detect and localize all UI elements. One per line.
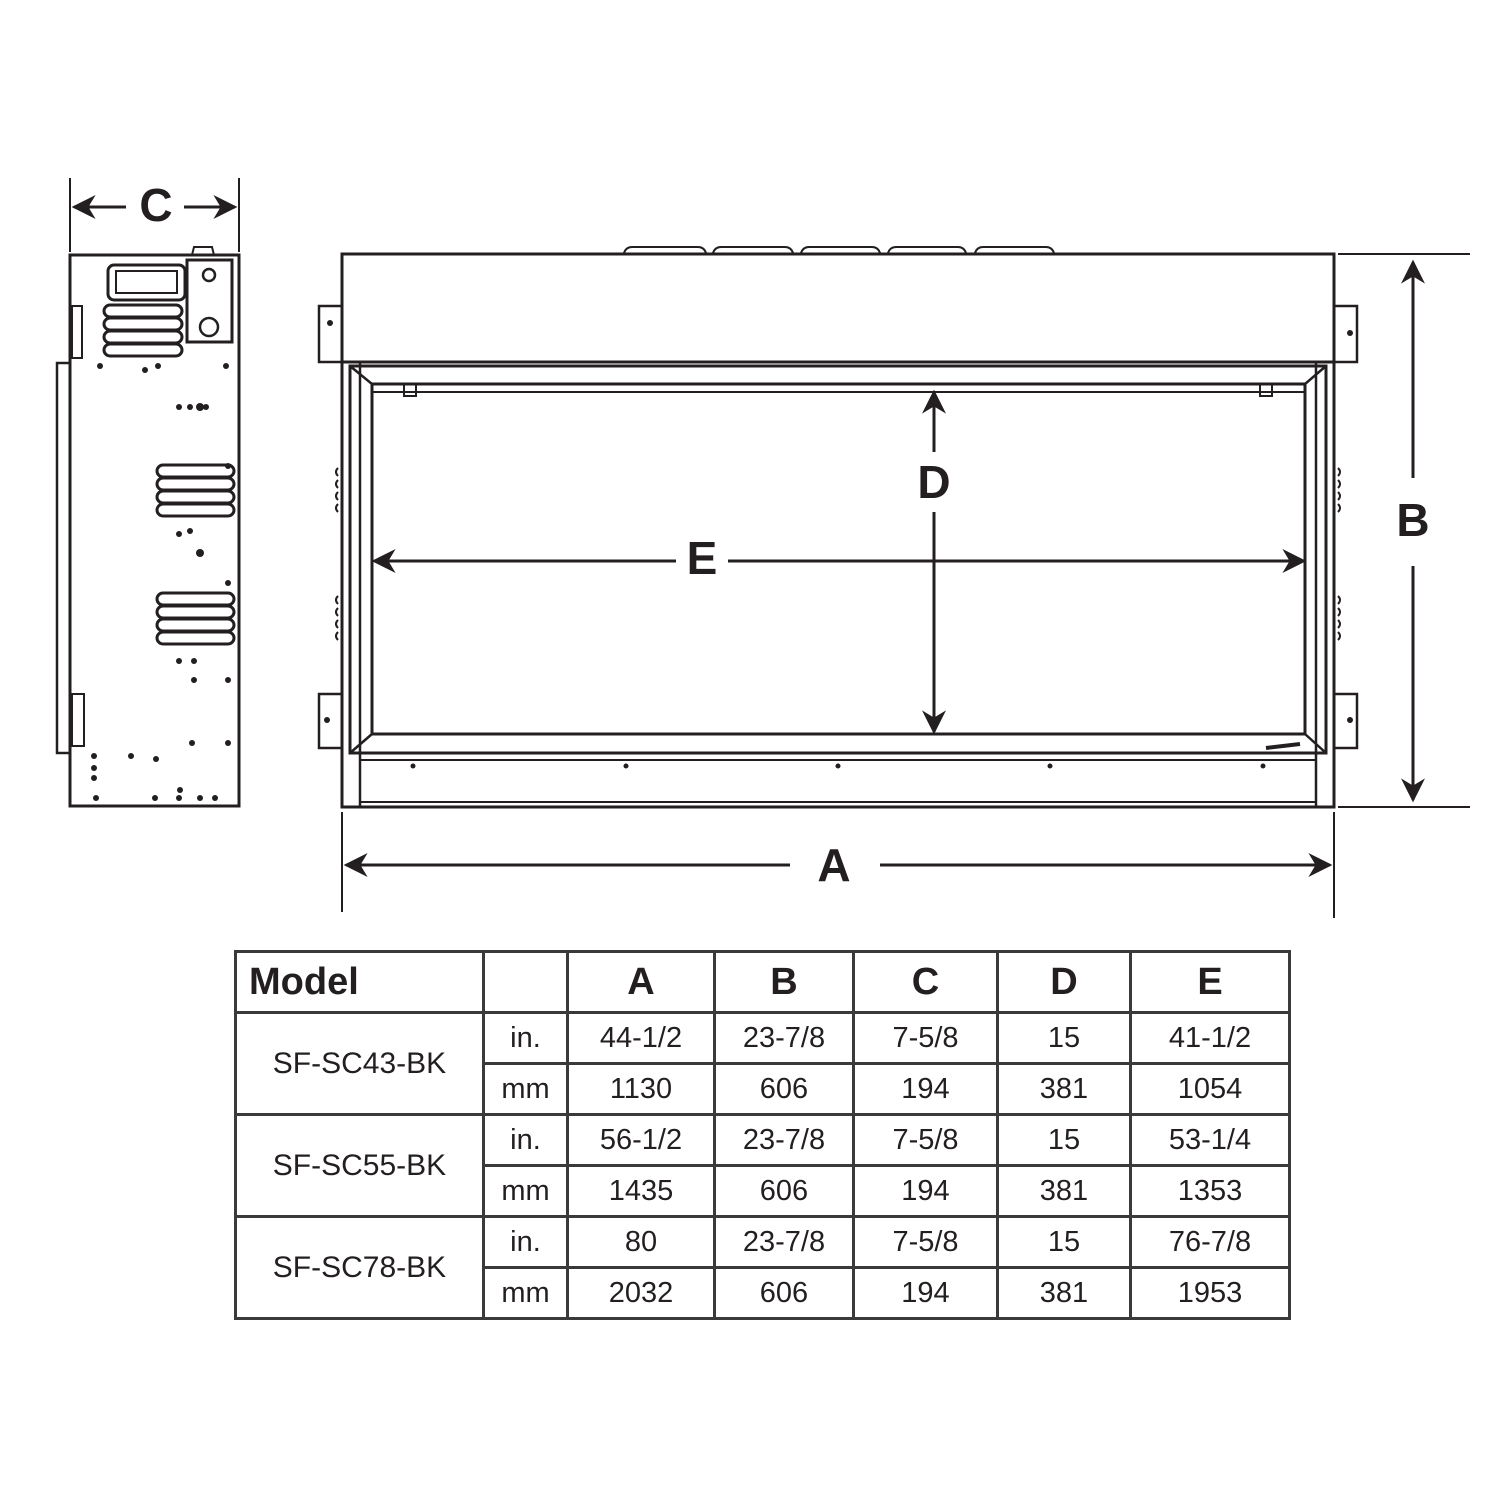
header-unit bbox=[482, 950, 569, 1014]
value-cell: 15 bbox=[996, 1011, 1132, 1065]
table-row: SF-SC55-BK in. 56-1/2 23-7/8 7-5/8 15 53… bbox=[234, 1113, 1291, 1218]
value-cell: 1054 bbox=[1129, 1062, 1291, 1116]
unit-cell: in. bbox=[482, 1011, 569, 1065]
value-cell: 53-1/4 bbox=[1129, 1113, 1291, 1167]
value-cell: 41-1/2 bbox=[1129, 1011, 1291, 1065]
value-cell: 1130 bbox=[566, 1062, 716, 1116]
value-cell: 44-1/2 bbox=[566, 1011, 716, 1065]
value-cell: 606 bbox=[713, 1164, 855, 1218]
header-a: A bbox=[566, 950, 716, 1014]
model-name: SF-SC78-BK bbox=[234, 1215, 485, 1320]
value-cell: 1435 bbox=[566, 1164, 716, 1218]
table-row: mm 2032 606 194 381 1953 bbox=[236, 1266, 1291, 1320]
value-cell: 606 bbox=[713, 1266, 855, 1320]
value-cell: 194 bbox=[852, 1164, 999, 1218]
value-cell: 194 bbox=[852, 1062, 999, 1116]
unit-cell: mm bbox=[482, 1164, 569, 1218]
value-cell: 7-5/8 bbox=[852, 1113, 999, 1167]
table-row: SF-SC43-BK in. 44-1/2 23-7/8 7-5/8 15 41… bbox=[234, 1011, 1291, 1116]
unit-cell: in. bbox=[482, 1113, 569, 1167]
side-view bbox=[55, 178, 241, 808]
header-e: E bbox=[1129, 950, 1291, 1014]
value-cell: 7-5/8 bbox=[852, 1215, 999, 1269]
value-cell: 23-7/8 bbox=[713, 1113, 855, 1167]
fireplace-dimension-drawing: C A B D E bbox=[55, 178, 1470, 918]
table-row: mm 1435 606 194 381 1353 bbox=[236, 1164, 1291, 1218]
value-cell: 381 bbox=[996, 1062, 1132, 1116]
value-cell: 76-7/8 bbox=[1129, 1215, 1291, 1269]
side-view-fasteners bbox=[91, 363, 231, 801]
header-b: B bbox=[713, 950, 855, 1014]
dimension-label-e: E bbox=[687, 532, 718, 584]
value-cell: 56-1/2 bbox=[566, 1113, 716, 1167]
dimension-label-d: D bbox=[917, 456, 950, 508]
value-cell: 381 bbox=[996, 1266, 1132, 1320]
front-view bbox=[317, 246, 1359, 809]
model-name: SF-SC55-BK bbox=[234, 1113, 485, 1218]
value-cell: 15 bbox=[996, 1113, 1132, 1167]
header-d: D bbox=[996, 950, 1132, 1014]
dimension-label-a: A bbox=[817, 839, 850, 891]
model-name: SF-SC43-BK bbox=[234, 1011, 485, 1116]
dimension-lines bbox=[341, 253, 1470, 918]
value-cell: 2032 bbox=[566, 1266, 716, 1320]
header-c: C bbox=[852, 950, 999, 1014]
value-cell: 381 bbox=[996, 1164, 1132, 1218]
value-cell: 15 bbox=[996, 1215, 1132, 1269]
value-cell: 1353 bbox=[1129, 1164, 1291, 1218]
unit-cell: in. bbox=[482, 1215, 569, 1269]
dimensions-table: Model A B C D E SF-SC43-BK in. 44-1/2 23… bbox=[234, 950, 1291, 1320]
table-row: SF-SC78-BK in. 80 23-7/8 7-5/8 15 76-7/8 bbox=[234, 1215, 1291, 1320]
dimension-label-c: C bbox=[139, 179, 172, 231]
dimension-label-b: B bbox=[1396, 494, 1429, 546]
value-cell: 23-7/8 bbox=[713, 1215, 855, 1269]
front-view-fasteners bbox=[324, 320, 1353, 769]
value-cell: 7-5/8 bbox=[852, 1011, 999, 1065]
header-model: Model bbox=[234, 950, 485, 1014]
unit-cell: mm bbox=[482, 1266, 569, 1320]
value-cell: 23-7/8 bbox=[713, 1011, 855, 1065]
value-cell: 80 bbox=[566, 1215, 716, 1269]
table-row: mm 1130 606 194 381 1054 bbox=[236, 1062, 1291, 1116]
value-cell: 1953 bbox=[1129, 1266, 1291, 1320]
value-cell: 194 bbox=[852, 1266, 999, 1320]
table-header-row: Model A B C D E bbox=[234, 950, 1291, 1014]
unit-cell: mm bbox=[482, 1062, 569, 1116]
value-cell: 606 bbox=[713, 1062, 855, 1116]
